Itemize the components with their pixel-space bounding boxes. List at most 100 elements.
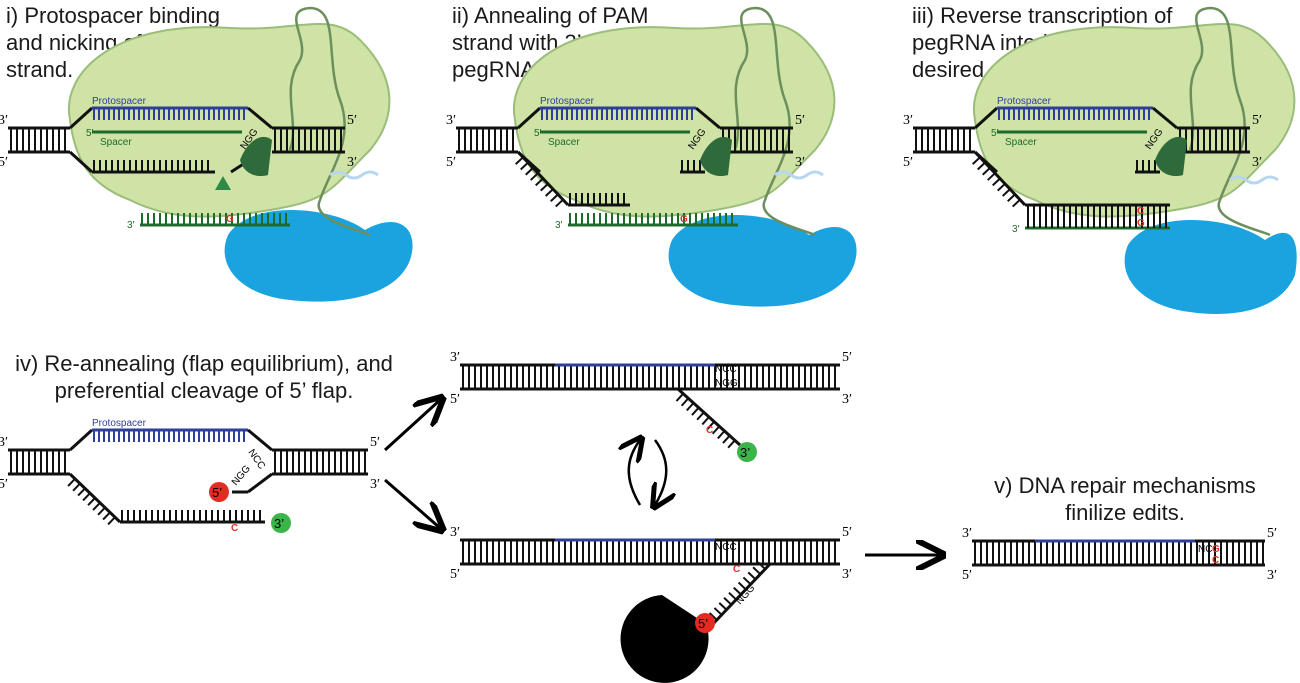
panel2-pam-stub-ticks — [681, 160, 701, 172]
panel2-end-5-left: 5′ — [446, 155, 456, 170]
lower-end-5-left: 5′ — [450, 567, 460, 582]
panel2-protospacer-label: Protospacer — [540, 96, 595, 107]
final-nc-label: NC — [1198, 544, 1212, 555]
nuclease-wedge-2 — [700, 136, 732, 177]
nuclease-wedge-1 — [240, 136, 272, 177]
pegrna-loop-1 — [288, 6, 371, 237]
panel4-flap-ticks — [121, 510, 261, 522]
panel3-duplex-right — [1177, 126, 1250, 154]
flap-5-text-lower: 5’ — [698, 616, 708, 631]
flap-3-text-upper: 3’ — [740, 445, 750, 460]
dna-layer — [8, 106, 1265, 627]
exonuclease-icon — [620, 595, 709, 683]
panel2-pegrna-ticks — [569, 213, 733, 225]
upper-end-3-left: 3′ — [450, 350, 460, 365]
panel4-top-right-diag — [247, 428, 273, 452]
pegrna-loop-3 — [1188, 6, 1271, 237]
panel2-end-3-left: 3′ — [446, 113, 456, 128]
panel3-pam-stub-ticks — [1136, 160, 1156, 172]
panel1-nontarget-ticks-left — [93, 160, 209, 172]
panel2-top-right-diag — [695, 106, 721, 130]
pegrna-loop-2 — [733, 6, 816, 237]
cas9-blob-2 — [512, 23, 836, 218]
panel3-edit-c: C — [1137, 206, 1144, 217]
panel2-end-3-right: 3′ — [795, 155, 805, 170]
panel4-end-3-right: 3′ — [370, 477, 380, 492]
upper-ncc-label: NCC — [715, 364, 737, 375]
panel1-top-right-diag — [247, 106, 273, 130]
panel3-flap-diag — [972, 150, 1027, 208]
flap-5-dot-lower — [695, 613, 715, 633]
panel1-top-left-diag — [68, 106, 94, 130]
lower-end-3-left: 3′ — [450, 525, 460, 540]
lower-ncc-label: NCC — [715, 542, 737, 553]
flap-5-text-iv: 5’ — [212, 485, 222, 500]
panel4-5flap-diag — [247, 472, 273, 494]
panel3-duplex-left — [913, 126, 975, 154]
panel1-pegrna-ticks — [141, 213, 287, 225]
panel1-edit-g: G — [226, 214, 234, 225]
cas9-blob-3 — [972, 23, 1296, 218]
nick-marker — [215, 176, 231, 190]
panel2-duplex-left — [456, 126, 518, 154]
panel3-spacer-5-label: 5′ — [991, 128, 999, 139]
panel2-edit-g: G — [680, 214, 688, 225]
panel2-pegrna-3-label: 3′ — [555, 220, 563, 231]
panel3-protospacer-label: Protospacer — [997, 96, 1052, 107]
panel1-protospacer-label: Protospacer — [92, 96, 147, 107]
upper-3-flap — [675, 387, 742, 449]
panel4-end-3-left: 3′ — [0, 435, 8, 450]
lower-duplex — [460, 538, 840, 566]
panel1-pegrna-3-label: 3′ — [127, 220, 135, 231]
panel3-end-5-left: 5′ — [903, 155, 913, 170]
panel1-protospacer-ticks — [93, 108, 245, 120]
final-edit-g: G — [1212, 544, 1220, 555]
panel2-spacer-5-label: 5′ — [534, 128, 542, 139]
panel4-duplex-left — [8, 448, 70, 476]
panel2-spacer-label: Spacer — [548, 137, 580, 148]
panel3-pegrna-3-label: 3′ — [1012, 224, 1020, 235]
pegrna-wave-2 — [774, 170, 824, 180]
final-end-3-left: 3′ — [962, 526, 972, 541]
lower-5-flap — [708, 561, 772, 627]
panel1-end-5-right: 5′ — [347, 113, 357, 128]
panel3-end-3-right: 3′ — [1252, 155, 1262, 170]
panel2-flap-diag — [515, 150, 570, 208]
upper-edit-c: C — [706, 425, 713, 436]
panel1-end-3-left: 3′ — [0, 113, 8, 128]
panel2-protospacer-ticks — [541, 108, 693, 120]
rt-enzyme-3 — [1124, 220, 1297, 315]
pegrna-wave-3 — [1229, 175, 1279, 185]
panel4-end-5-right: 5′ — [370, 435, 380, 450]
lower-end-3-right: 3′ — [842, 567, 852, 582]
equilibrium-arrow-left — [629, 440, 640, 506]
panel4-duplex-right — [272, 448, 368, 476]
upper-end-5-right: 5′ — [842, 350, 852, 365]
lower-ngg-label: NGG — [734, 583, 758, 607]
panel3-top-right-diag — [1152, 106, 1178, 130]
panel1-duplex-left — [8, 126, 70, 154]
panel3-end-5-right: 5′ — [1252, 113, 1262, 128]
panel1-spacer-5-label: 5′ — [86, 128, 94, 139]
final-end-3-right: 3′ — [1267, 568, 1277, 583]
panel3-edit-g: G — [1137, 218, 1145, 229]
upper-duplex — [460, 363, 840, 391]
panel2-end-5-right: 5′ — [795, 113, 805, 128]
panel3-end-3-left: 3′ — [903, 113, 913, 128]
panel4-edit-c: C — [231, 523, 238, 534]
lower-end-5-right: 5′ — [842, 525, 852, 540]
panel1-duplex-right — [272, 126, 345, 154]
cas9-blob-1 — [67, 23, 391, 218]
panel1-end-3-right: 3′ — [347, 155, 357, 170]
step5-caption: v) DNA repair mechanisms finilize edits. — [994, 473, 1256, 525]
equilibrium-arrow-right — [655, 439, 666, 505]
final-end-5-right: 5′ — [1267, 526, 1277, 541]
panel4-flap-diag — [67, 472, 122, 526]
flap-3-dot-upper — [737, 442, 757, 462]
panel2-duplex-right — [720, 126, 793, 154]
panel2-flap-ticks — [569, 193, 625, 205]
panel4-protospacer-ticks — [93, 430, 245, 442]
rt-enzyme-2 — [668, 215, 857, 307]
panel3-spacer-label: Spacer — [1005, 137, 1037, 148]
